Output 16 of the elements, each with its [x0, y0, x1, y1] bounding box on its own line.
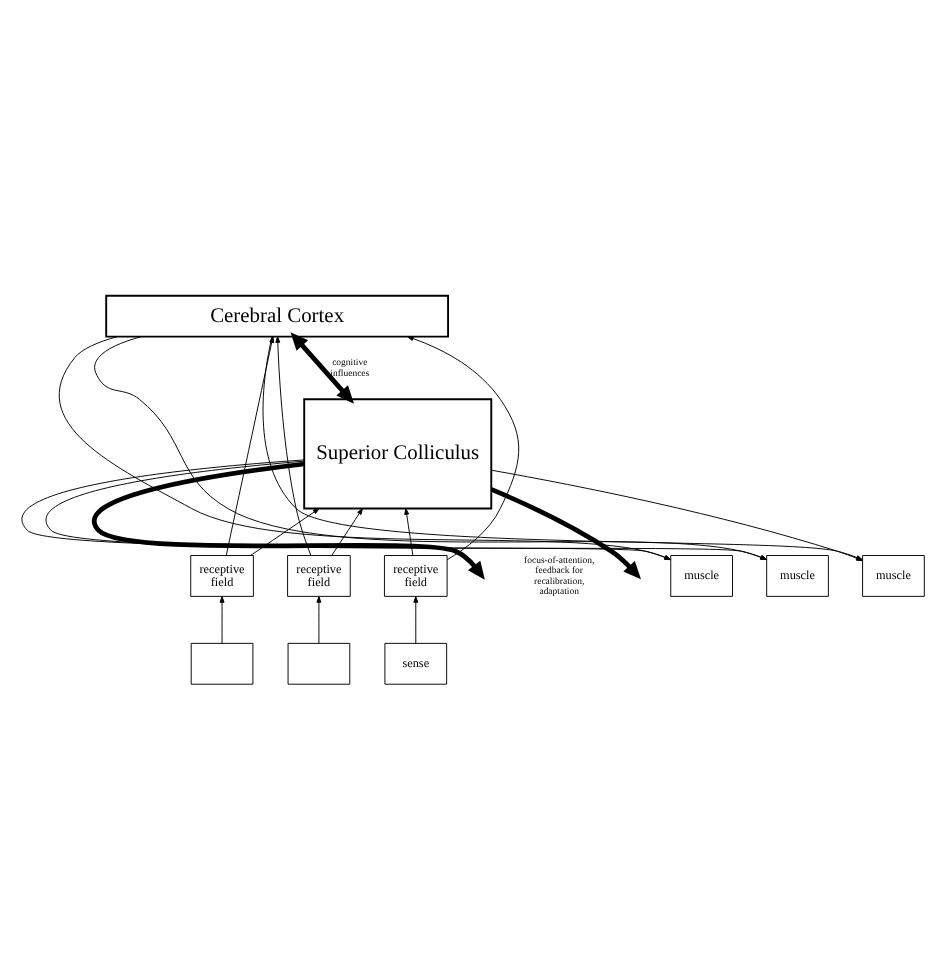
node-box: Superior Colliculus [303, 397, 493, 509]
arrow [490, 486, 641, 579]
arrow [92, 460, 485, 579]
node-box [190, 641, 254, 684]
arrow [225, 335, 275, 555]
arrow [407, 335, 520, 560]
arrow [404, 507, 414, 555]
arrow [331, 507, 363, 555]
node-box: Cerebral Cortex [105, 293, 449, 337]
arrow [219, 595, 225, 643]
node-box [287, 641, 351, 684]
arrow [316, 595, 322, 643]
arrow [290, 331, 354, 403]
arrow [275, 335, 312, 555]
arrow [250, 507, 320, 555]
arrow [413, 595, 419, 643]
